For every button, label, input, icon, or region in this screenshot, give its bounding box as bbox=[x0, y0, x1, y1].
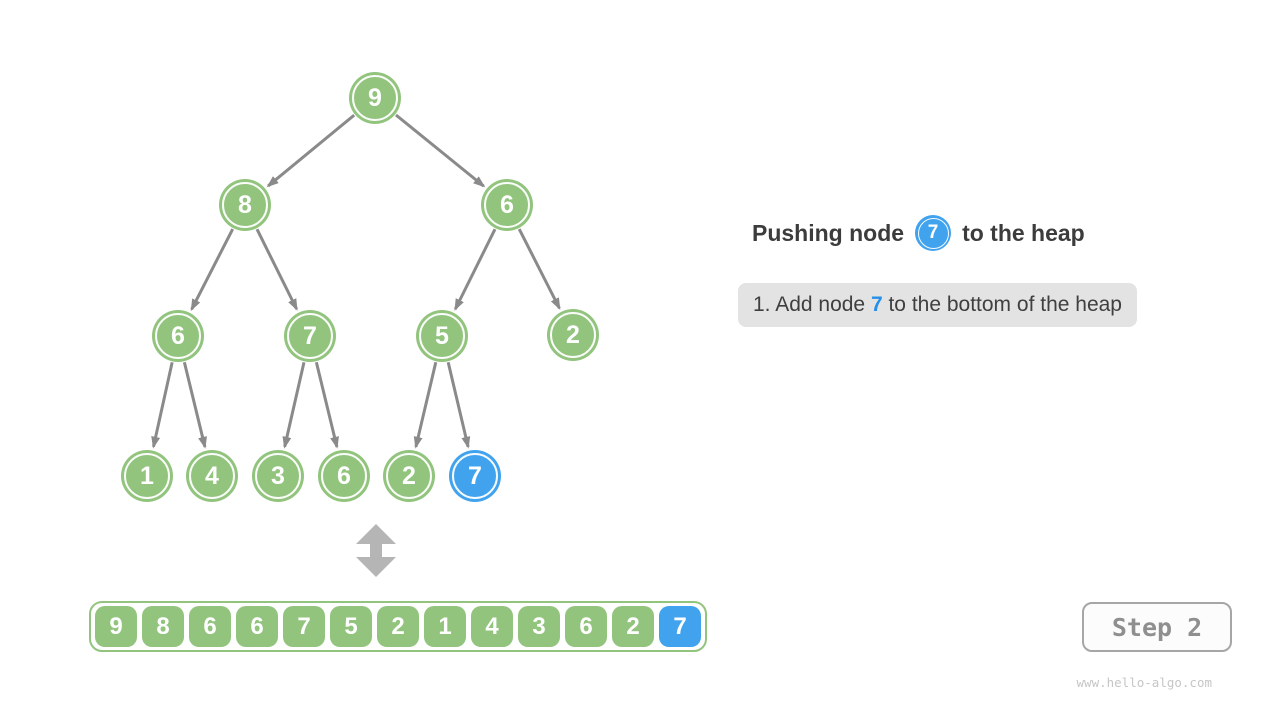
tree-edge bbox=[314, 361, 339, 449]
tree-edge bbox=[266, 114, 356, 188]
tree-node-3: 6 bbox=[152, 310, 204, 362]
array-cell-8: 4 bbox=[471, 606, 513, 647]
array-cell-0: 9 bbox=[95, 606, 137, 647]
tree-node-5: 5 bbox=[416, 310, 468, 362]
array-cell-6: 2 bbox=[377, 606, 419, 647]
tree-edge bbox=[190, 228, 235, 312]
tree-edge bbox=[182, 361, 207, 449]
tree-edge bbox=[255, 228, 299, 311]
caption-title: Pushing node 7 to the heap bbox=[752, 213, 1085, 253]
tree-edge bbox=[517, 228, 561, 311]
array-cell-7: 1 bbox=[424, 606, 466, 647]
tree-node-12: 7 bbox=[449, 450, 501, 502]
tree-edge bbox=[151, 362, 174, 449]
tree-edge bbox=[446, 361, 471, 449]
step-badge: Step 2 bbox=[1082, 602, 1232, 652]
updown-arrow-icon bbox=[356, 524, 396, 577]
tree-node-2: 6 bbox=[481, 179, 533, 231]
tree-edge bbox=[395, 113, 486, 188]
instruction-box: 1. Add node 7 to the bottom of the heap bbox=[738, 283, 1137, 327]
array-cell-4: 7 bbox=[283, 606, 325, 647]
tree-node-10: 6 bbox=[318, 450, 370, 502]
tree-node-9: 3 bbox=[252, 450, 304, 502]
tree-node-0: 9 bbox=[349, 72, 401, 124]
step-label: Step 2 bbox=[1111, 612, 1203, 642]
watermark: www.hello-algo.com bbox=[1076, 675, 1212, 690]
tree-node-11: 2 bbox=[383, 450, 435, 502]
tree-edge bbox=[282, 361, 306, 449]
tree-node-1: 8 bbox=[219, 179, 271, 231]
tree-node-4: 7 bbox=[284, 310, 336, 362]
array-cell-3: 6 bbox=[236, 606, 278, 647]
array-cell-9: 3 bbox=[518, 606, 560, 647]
instruction-suffix: to the bottom of the heap bbox=[882, 293, 1122, 316]
caption-title-suffix: to the heap bbox=[962, 219, 1085, 246]
array-cell-11: 2 bbox=[612, 606, 654, 647]
tree-edge bbox=[453, 228, 497, 311]
array-cell-1: 8 bbox=[142, 606, 184, 647]
tree-node-7: 1 bbox=[121, 450, 173, 502]
array-cell-5: 5 bbox=[330, 606, 372, 647]
instruction-highlight-value: 7 bbox=[870, 293, 883, 316]
caption-node-badge: 7 bbox=[915, 215, 952, 251]
array-cell-12: 7 bbox=[659, 606, 701, 647]
instruction-prefix: 1. Add node bbox=[753, 293, 871, 316]
caption-title-prefix: Pushing node bbox=[752, 219, 905, 246]
tree-edge bbox=[413, 361, 438, 449]
tree-node-6: 2 bbox=[547, 309, 599, 361]
tree-node-8: 4 bbox=[186, 450, 238, 502]
array-cell-10: 6 bbox=[565, 606, 607, 647]
array-cell-2: 6 bbox=[189, 606, 231, 647]
